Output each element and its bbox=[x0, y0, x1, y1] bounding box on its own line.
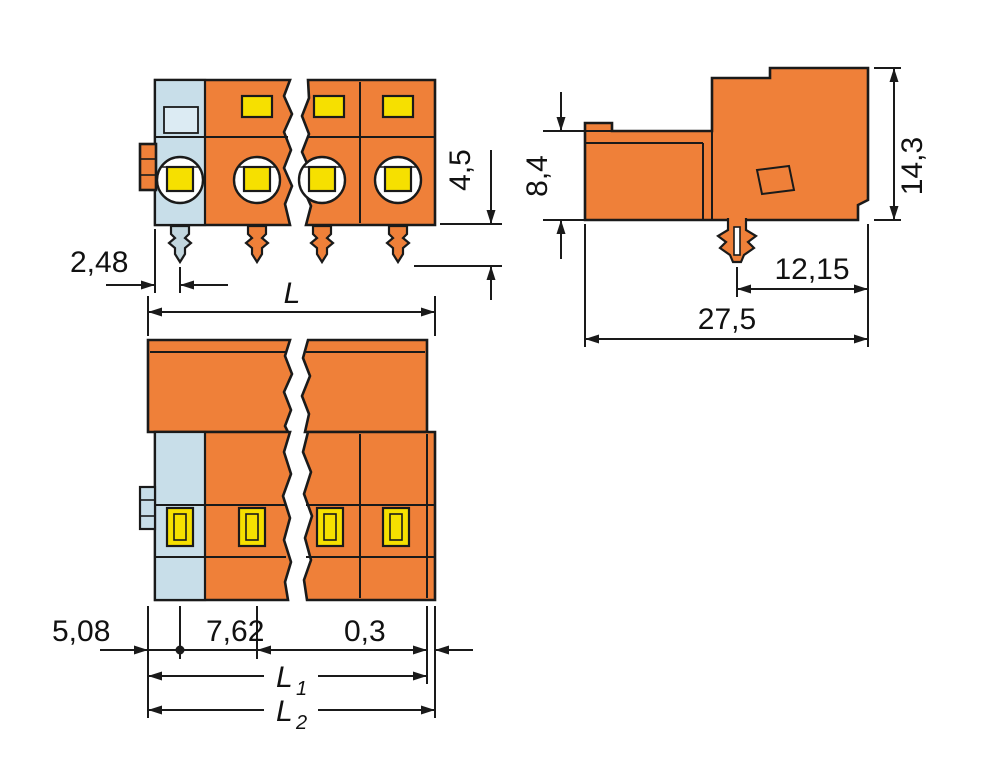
solder-pin-2 bbox=[244, 224, 270, 265]
dim-total-length: L bbox=[147, 277, 436, 336]
arrowhead bbox=[435, 645, 449, 655]
dim-step: 0,3 bbox=[344, 606, 473, 718]
arrowhead bbox=[148, 705, 162, 715]
arrowhead bbox=[148, 671, 162, 681]
dim-label-L1-subscript: 1 bbox=[296, 678, 307, 700]
bottom-view bbox=[138, 338, 437, 602]
arrowhead bbox=[180, 280, 194, 290]
wire-entry-slot bbox=[381, 94, 415, 119]
arrowhead bbox=[413, 645, 427, 655]
contact-3-inner bbox=[323, 513, 337, 541]
dim-total-height: 14,3 bbox=[874, 67, 929, 221]
contact-1-inner bbox=[173, 513, 187, 541]
front-coding-slot bbox=[163, 106, 199, 134]
arrowhead bbox=[486, 266, 496, 280]
arrowhead bbox=[556, 117, 566, 131]
arrowhead bbox=[257, 645, 271, 655]
wire-entry-slot bbox=[312, 94, 346, 119]
solder-pin-1 bbox=[167, 224, 193, 265]
arrowhead bbox=[486, 210, 496, 224]
snap-in-foot-slot bbox=[733, 226, 741, 256]
solder-pin-3 bbox=[309, 224, 335, 265]
front-solder-pins bbox=[167, 224, 411, 265]
dim-label-front-height: 8,4 bbox=[521, 155, 554, 197]
dim-label-total-length: L bbox=[284, 277, 301, 310]
dim-L1: L 1 bbox=[148, 661, 427, 700]
dim-label-L2-subscript: 2 bbox=[295, 712, 307, 734]
arrowhead bbox=[141, 280, 155, 290]
arrowhead bbox=[148, 307, 162, 317]
arrowhead bbox=[854, 334, 868, 344]
clamp-contact bbox=[383, 165, 413, 193]
dim-total-depth: 27,5 bbox=[584, 224, 868, 347]
arrowhead bbox=[737, 284, 751, 294]
side-latch-window bbox=[755, 164, 796, 196]
arrowhead bbox=[585, 334, 599, 344]
mounting-clip-bottom bbox=[138, 485, 157, 531]
dim-pitch: 7,62 bbox=[180, 606, 427, 659]
contact-4-inner bbox=[389, 513, 403, 541]
dim-label-step: 0,3 bbox=[344, 615, 386, 648]
front-view bbox=[138, 78, 437, 265]
dim-pin-length: 4,5 bbox=[414, 149, 502, 300]
arrowhead bbox=[413, 671, 427, 681]
arrowhead bbox=[854, 284, 868, 294]
dim-label-edge-to-pole: 5,08 bbox=[52, 615, 110, 648]
clamp-contact bbox=[165, 165, 195, 193]
side-view bbox=[583, 66, 870, 264]
arrowhead bbox=[889, 206, 899, 220]
dim-L2: L 2 bbox=[148, 695, 435, 734]
dim-pin-offset: 2,48 bbox=[70, 229, 228, 293]
dim-label-latch-to-edge: 12,15 bbox=[774, 253, 849, 286]
dim-label-pin-offset: 2,48 bbox=[70, 246, 128, 279]
bottom-plug-left-half bbox=[146, 338, 294, 434]
bottom-contacts bbox=[165, 506, 411, 548]
side-body bbox=[583, 66, 870, 222]
dim-edge-to-pole: 5,08 bbox=[52, 606, 185, 718]
dim-latch-to-edge: 12,15 bbox=[736, 224, 869, 347]
dim-label-L2: L bbox=[276, 695, 293, 728]
dim-label-pitch: 7,62 bbox=[206, 615, 264, 648]
dim-label-L1: L bbox=[276, 661, 293, 694]
arrowhead bbox=[556, 220, 566, 234]
wire-entry-slot bbox=[240, 94, 274, 119]
bottom-plug-right-half bbox=[300, 338, 429, 434]
arrowhead bbox=[421, 307, 435, 317]
dim-front-height: 8,4 bbox=[521, 92, 587, 259]
arrowhead bbox=[421, 705, 435, 715]
arrowhead bbox=[134, 645, 148, 655]
clamp-contact bbox=[307, 165, 337, 193]
dim-label-total-height: 14,3 bbox=[896, 137, 929, 195]
solder-pin-4 bbox=[385, 224, 411, 265]
clamp-contact bbox=[242, 165, 272, 193]
dim-label-pin-length: 4,5 bbox=[444, 149, 477, 191]
mounting-clip-front bbox=[138, 142, 158, 192]
dim-label-total-depth: 27,5 bbox=[698, 303, 756, 336]
arrowhead bbox=[889, 68, 899, 82]
contact-2-inner bbox=[245, 513, 259, 541]
